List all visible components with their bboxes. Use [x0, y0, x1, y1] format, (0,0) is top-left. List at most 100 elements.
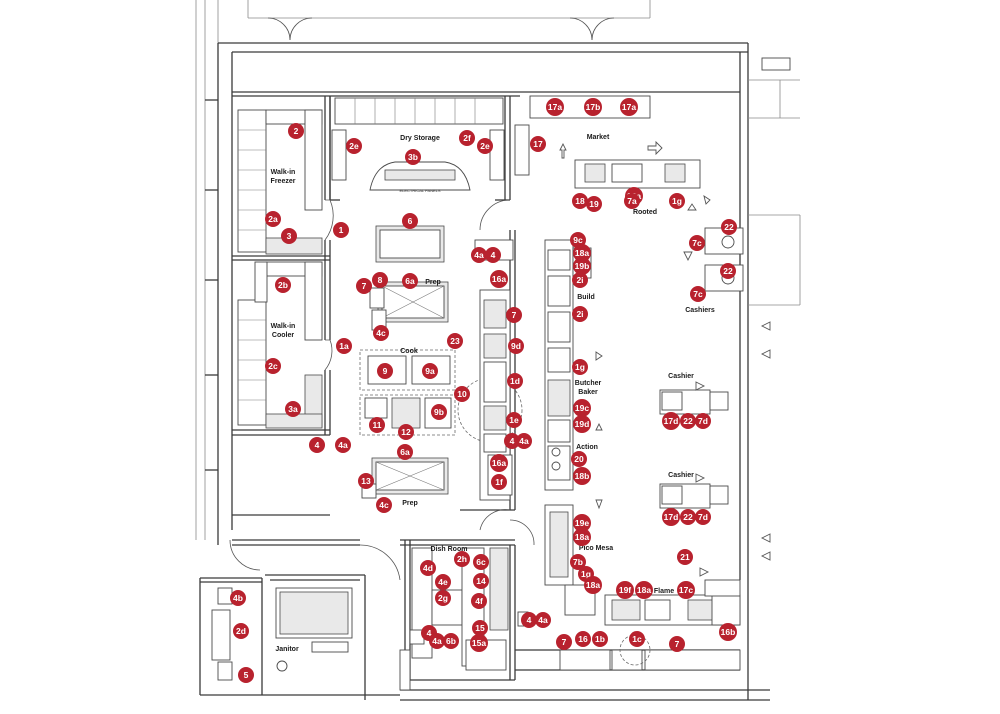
tag-label: 7 [562, 637, 567, 647]
equipment-tag-9a: 9a [422, 363, 438, 379]
tag-label: 2i [576, 309, 583, 319]
tag-marker [695, 509, 711, 525]
equipment-tag-2b: 2b [275, 277, 291, 293]
equipment-tag-2h: 2h [454, 551, 470, 567]
tag-label: 22 [683, 416, 693, 426]
tag-label: 17d [664, 416, 679, 426]
tag-marker [420, 560, 436, 576]
walk-in-freezer-label-line1: Walk-in [271, 169, 296, 176]
tag-marker [429, 633, 445, 649]
prep-label-top: Prep [425, 279, 441, 286]
tag-marker [669, 636, 685, 652]
tag-marker [431, 404, 447, 420]
equipment-tag-18a: 18a [573, 244, 591, 262]
tag-marker [635, 581, 653, 599]
equipment-tag-16a: 16a [490, 454, 508, 472]
tag-label: 3a [288, 404, 298, 414]
tag-marker [405, 149, 421, 165]
equipment-tag-7c: 7c [690, 286, 706, 302]
equipment-tag-1g: 1g [669, 193, 685, 209]
equipment-tag-4d: 4d [420, 560, 436, 576]
tag-marker [506, 412, 522, 428]
equipment-tag-2d: 2d [233, 623, 249, 639]
tag-marker [358, 473, 374, 489]
tag-label: 19c [575, 403, 589, 413]
tag-label: 7a [627, 196, 637, 206]
equipment-tag-2e: 2e [477, 138, 493, 154]
tag-marker [447, 333, 463, 349]
tag-label: 10 [457, 389, 467, 399]
tag-label: 9 [383, 366, 388, 376]
tag-label: 11 [373, 420, 382, 430]
tag-label: 1c [632, 634, 642, 644]
equipment-tag-19c: 19c [573, 399, 591, 417]
tag-label: 22 [683, 512, 693, 522]
tag-label: 7d [698, 512, 708, 522]
equipment-tag-5: 5 [238, 667, 254, 683]
tag-label: 1g [575, 362, 585, 372]
equipment-tag-17d: 17d [662, 412, 680, 430]
tag-marker [677, 549, 693, 565]
build-label: Build [577, 294, 595, 301]
electrical-panels-label: ELECTRICAL PANELS [399, 188, 440, 193]
tag-marker [402, 213, 418, 229]
tag-label: 17 [533, 139, 543, 149]
janitor-label: Janitor [275, 646, 299, 653]
tag-label: 17c [679, 585, 693, 595]
tag-label: 21 [680, 552, 690, 562]
tag-label: 4c [379, 500, 389, 510]
tag-marker [490, 270, 508, 288]
equipment-tag-6b: 6b [443, 633, 459, 649]
walk-in-cooler-label-line1: Walk-in [271, 323, 296, 330]
tag-marker [454, 551, 470, 567]
equipment-tag-4b: 4b [230, 590, 246, 606]
tag-marker [265, 358, 281, 374]
equipment-tag-7: 7 [506, 307, 522, 323]
tag-label: 1f [495, 477, 503, 487]
tag-marker [680, 413, 696, 429]
equipment-tag-16b: 16b [719, 623, 737, 641]
equipment-tag-17d: 17d [662, 508, 680, 526]
tag-marker [356, 278, 372, 294]
tag-marker [572, 306, 588, 322]
tag-label: 20 [574, 454, 584, 464]
butcher-label: Butcher [575, 380, 602, 387]
tag-label: 7c [693, 289, 703, 299]
equipment-tag-13: 13 [358, 473, 374, 489]
tag-label: 4c [376, 328, 386, 338]
tag-label: 7b [573, 557, 583, 567]
tag-label: 1e [509, 415, 519, 425]
tag-label: 4b [233, 593, 243, 603]
tag-label: 16 [578, 634, 588, 644]
equipment-tag-4: 4 [504, 433, 520, 449]
tag-marker [695, 413, 711, 429]
tag-marker [584, 576, 602, 594]
equipment-tag-4f: 4f [471, 593, 487, 609]
tag-marker [507, 373, 523, 389]
rooted-label: Rooted [633, 209, 657, 216]
tag-label: 22 [723, 266, 733, 276]
equipment-tag-16a: 16a [490, 270, 508, 288]
equipment-tag-1d: 1d [507, 373, 523, 389]
equipment-tag-9b: 9b [431, 404, 447, 420]
equipment-tag-15a: 15a [470, 634, 488, 652]
tag-marker [624, 193, 640, 209]
tag-label: 14 [476, 576, 486, 586]
equipment-tag-4e: 4e [435, 574, 451, 590]
equipment-tag-17a: 17a [620, 98, 638, 116]
equipment-tag-2i: 2i [572, 306, 588, 322]
traffic-arrows [559, 140, 771, 577]
tag-marker [275, 277, 291, 293]
tag-label: 4a [474, 250, 484, 260]
tag-marker [398, 424, 414, 440]
equipment-tag-18a: 18a [635, 581, 653, 599]
tag-label: 4a [519, 436, 529, 446]
equipment-tag-4a: 4a [335, 437, 351, 453]
doors [229, 17, 615, 581]
tag-marker [573, 514, 591, 532]
tag-label: 4a [432, 636, 442, 646]
equipment-tag-23: 23 [447, 333, 463, 349]
tag-label: 18a [575, 248, 589, 258]
tag-label: 7 [512, 310, 517, 320]
equipment-tag-4a: 4a [535, 612, 551, 628]
